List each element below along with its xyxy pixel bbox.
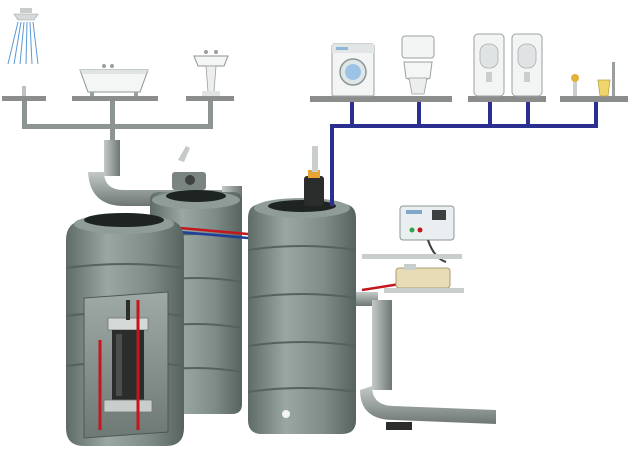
washing-machine-icon (331, 43, 375, 97)
washbasin-shelf (186, 96, 234, 101)
greywater-collector-pipe (22, 101, 213, 146)
power-supply-unit (395, 264, 451, 289)
urinal-shelf (468, 96, 546, 102)
overflow-drain-pipe (356, 292, 496, 430)
treatment-tank-with-pump (65, 213, 185, 446)
urinal-icon (473, 33, 505, 97)
greywater-sources-group (2, 8, 234, 146)
garden-tap-icon (571, 62, 615, 97)
bathtub-icon (79, 64, 149, 96)
toilet-icon (401, 35, 435, 95)
power-shelf (384, 288, 464, 293)
storage-tank (247, 146, 357, 434)
power-line (361, 282, 401, 292)
bathtub-shelf (72, 96, 158, 101)
urinal-icon (511, 33, 543, 97)
booster-pump (304, 146, 324, 206)
garden-shelf (560, 96, 628, 102)
left-service-shelf (310, 96, 452, 102)
shower-shelf (2, 96, 46, 101)
control-shelf (362, 254, 462, 259)
service-distribution-pipe (330, 102, 598, 208)
shower-icon (7, 8, 39, 96)
service-fixtures-group (310, 33, 628, 208)
washbasin-icon (193, 50, 229, 96)
control-unit (399, 205, 455, 263)
